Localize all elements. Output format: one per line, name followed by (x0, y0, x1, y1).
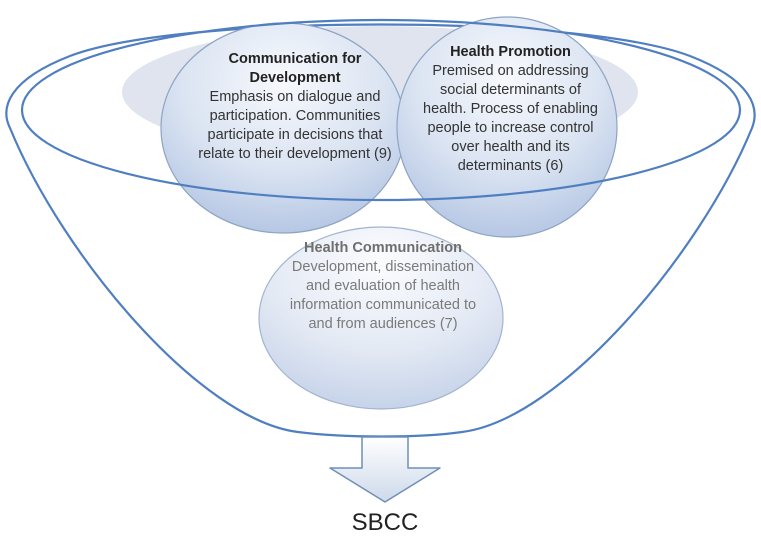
circle-health-communication (258, 226, 504, 410)
down-arrow-icon (329, 436, 441, 503)
health-communication-body: Development, dissemination and evaluatio… (289, 259, 477, 332)
health-promotion-body: Premised on addressing social determinan… (423, 63, 598, 174)
health-communication-text: Health Communication Development, dissem… (278, 239, 488, 334)
sbcc-label: SBCC (351, 509, 419, 536)
health-promotion-text: Health Promotion Premised on addressing … (418, 43, 603, 176)
communication-for-development-body: Emphasis on dialogue and participation. … (198, 89, 392, 162)
health-promotion-title: Health Promotion (450, 44, 571, 60)
circle-health-promotion (396, 16, 618, 238)
health-communication-title: Health Communication (304, 240, 462, 256)
funnel-outline (5, 23, 756, 438)
funnel-rim-ellipse (20, 18, 742, 202)
communication-for-development-text: Communication for Development Emphasis o… (195, 50, 395, 164)
communication-for-development-title: Communication for Development (228, 51, 362, 86)
